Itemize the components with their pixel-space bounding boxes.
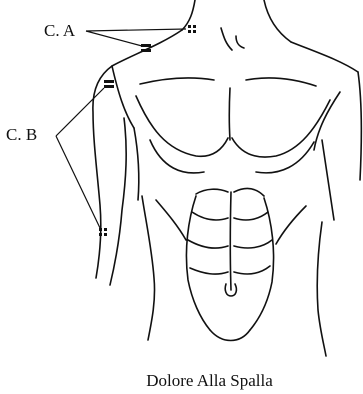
- trapezius-right: [291, 42, 358, 72]
- abs-row3-right: [234, 266, 270, 274]
- figure-caption: Dolore Alla Spalla: [0, 372, 363, 389]
- leader-b-lower: [56, 136, 100, 228]
- neck-outline-right: [264, 0, 291, 42]
- throat-line: [221, 28, 232, 50]
- abs-row2-right: [234, 240, 272, 248]
- label-point-b: C. B: [6, 126, 37, 143]
- sternum-line: [229, 88, 230, 140]
- abs-row1-right: [234, 212, 268, 220]
- lower-abdomen: [210, 330, 250, 341]
- left-shoulder-outline: [93, 66, 112, 278]
- right-clavicle: [246, 78, 316, 86]
- left-oblique: [156, 200, 186, 240]
- right-pectoral: [232, 100, 330, 157]
- abs-top-left: [196, 189, 228, 194]
- throat-line-2: [236, 36, 244, 48]
- abs-midline: [230, 192, 231, 290]
- right-torso-side: [317, 222, 326, 356]
- left-arm-inner: [110, 118, 126, 285]
- abs-row2-left: [188, 240, 228, 248]
- right-armpit: [322, 140, 334, 220]
- left-armpit: [134, 128, 139, 200]
- left-clavicle: [140, 78, 214, 84]
- right-shoulder-outline: [358, 72, 361, 180]
- left-deltoid-line: [112, 66, 134, 128]
- left-torso-side: [142, 196, 155, 340]
- abs-right-edge: [250, 198, 274, 330]
- trapezius-left: [112, 30, 182, 66]
- label-point-a: C. A: [44, 22, 75, 39]
- leader-a-upper: [86, 29, 186, 31]
- abs-top-right: [234, 189, 264, 196]
- right-oblique: [276, 206, 306, 244]
- left-pectoral: [136, 96, 228, 156]
- leader-b-upper: [56, 88, 104, 136]
- abs-row1-left: [192, 212, 228, 220]
- abs-row3-left: [190, 268, 228, 274]
- marker-a1: [188, 25, 196, 33]
- leader-a-lower: [86, 31, 142, 46]
- marker-b1: [104, 80, 114, 88]
